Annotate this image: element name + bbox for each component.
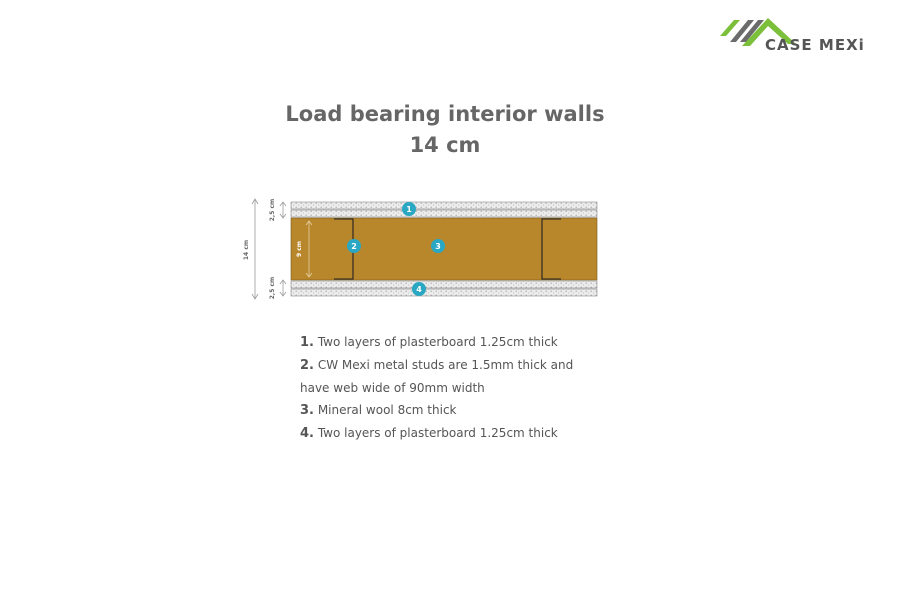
- page-title: Load bearing interior walls: [285, 102, 605, 126]
- stud-dimension: 9 cm: [296, 220, 313, 278]
- legend-item-2: 2. CW Mexi metal studs are 1.5mm thick a…: [300, 354, 600, 399]
- logo-roof-gray-1: [730, 20, 754, 42]
- marker-3: 3: [431, 239, 445, 253]
- legend-item-number: 4.: [300, 426, 314, 441]
- logo-roof-green-1: [720, 20, 740, 36]
- logo-roof-gray-2: [740, 20, 764, 42]
- total-dimension: 14 cm: [243, 198, 259, 300]
- legend-item-number: 2.: [300, 358, 314, 373]
- svg-text:1: 1: [406, 205, 412, 214]
- metal-stud-right: [541, 218, 561, 280]
- svg-text:2: 2: [351, 242, 357, 251]
- legend-item-text: Mineral wool 8cm thick: [317, 403, 457, 417]
- page-subtitle: 14 cm: [409, 133, 481, 157]
- marker-2: 2: [347, 239, 361, 253]
- top-layer-dimension-label: 2,5 cm: [269, 199, 276, 222]
- legend-item-text: Two layers of plasterboard 1.25cm thick: [317, 426, 558, 440]
- legend-item-text: Two layers of plasterboard 1.25cm thick: [317, 335, 558, 349]
- legend-item-number: 1.: [300, 335, 314, 350]
- logo-roof-green-2: [742, 18, 796, 46]
- company-logo[interactable]: [718, 14, 888, 60]
- wall-section-diagram: 14 cm 2,5 cm 2,5 cm 9 cm 1: [243, 198, 598, 300]
- legend-list: 1. Two layers of plasterboard 1.25cm thi…: [300, 331, 600, 445]
- legend-item-1: 1. Two layers of plasterboard 1.25cm thi…: [300, 331, 600, 354]
- logo-text: CASE MEXi: [765, 36, 865, 54]
- bottom-layer-dimension-label: 2,5 cm: [269, 277, 276, 300]
- total-dimension-label: 14 cm: [243, 240, 250, 260]
- stud-dimension-label: 9 cm: [296, 241, 303, 257]
- svg-text:4: 4: [416, 285, 422, 294]
- marker-1: 1: [402, 202, 416, 216]
- bottom-layer-dimension: 2,5 cm: [269, 277, 287, 300]
- top-layer-dimension: 2,5 cm: [269, 199, 287, 222]
- legend-item-text: CW Mexi metal studs are 1.5mm thick and …: [300, 358, 574, 395]
- svg-text:3: 3: [435, 242, 441, 251]
- legend-item-number: 3.: [300, 403, 314, 418]
- legend-item-4: 4. Two layers of plasterboard 1.25cm thi…: [300, 422, 600, 445]
- marker-4: 4: [412, 282, 426, 296]
- top-plasterboard: [290, 201, 598, 218]
- bottom-plasterboard: [290, 280, 598, 297]
- legend-item-3: 3. Mineral wool 8cm thick: [300, 399, 600, 422]
